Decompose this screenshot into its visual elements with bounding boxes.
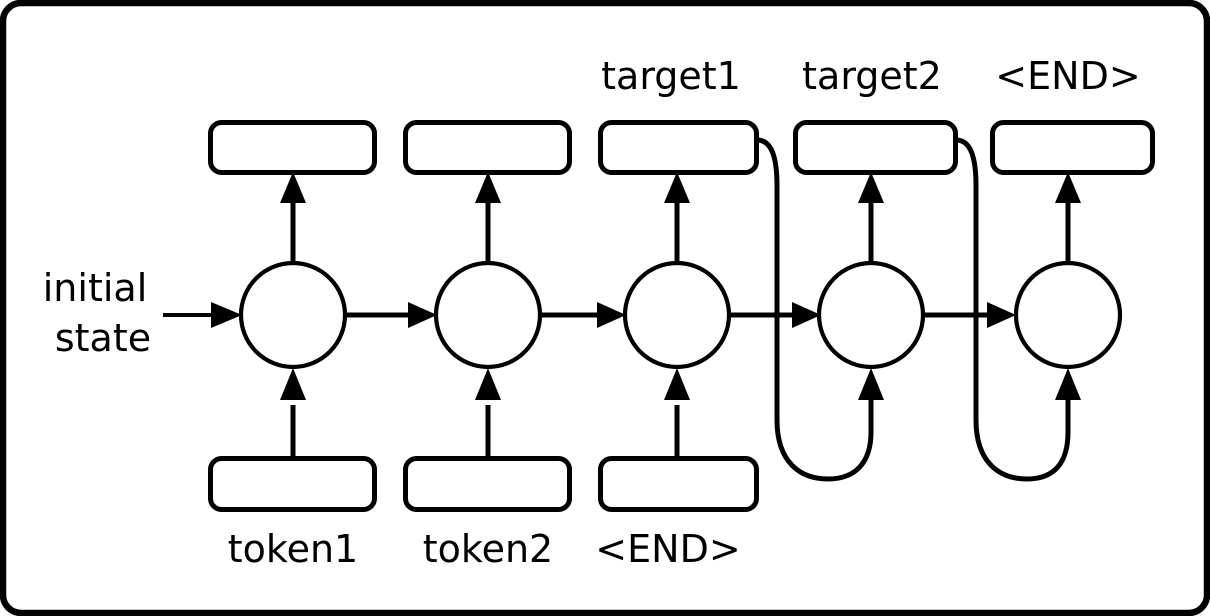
output-label-5: <END> xyxy=(995,54,1140,98)
arrowhead-circle2-to-circle3 xyxy=(597,302,626,328)
rnn-cell-circle-2 xyxy=(433,260,543,370)
timestep-column-2: token2 xyxy=(403,120,572,571)
initial-state-entry: initial state xyxy=(43,266,242,360)
output-box-3 xyxy=(598,120,759,175)
arrowhead-circle3-to-circle4 xyxy=(792,302,821,328)
rnn-cell-circle-5 xyxy=(1013,260,1123,370)
input-box-2 xyxy=(403,456,572,512)
rnn-cell-circle-1 xyxy=(238,260,348,370)
timestep-column-4: target2 xyxy=(793,54,958,370)
arrowhead-circle3-to-output3 xyxy=(664,172,690,203)
arrowhead-input2-to-circle2 xyxy=(475,368,501,400)
arrowhead-circle1-to-circle2 xyxy=(408,302,437,328)
arrowhead-circle1-to-output1 xyxy=(280,172,306,203)
arrowhead-circle2-to-output2 xyxy=(475,172,501,203)
output-box-5 xyxy=(990,120,1155,175)
arrowhead-initial-state-to-circle1 xyxy=(211,302,242,328)
arrowhead-circle4-to-circle5 xyxy=(987,302,1016,328)
initial-state-label-line1: initial xyxy=(43,266,148,310)
input-label-2: token2 xyxy=(423,527,553,571)
arrowhead-circle4-to-output4 xyxy=(858,172,884,203)
rnn-cell-circle-4 xyxy=(816,260,926,370)
arrowhead-input3-to-circle3 xyxy=(664,368,690,400)
output-box-4 xyxy=(793,120,958,175)
arrowhead-feedback-to-circle4 xyxy=(858,368,884,400)
timestep-column-1: token1 xyxy=(208,120,377,571)
output-label-3: target1 xyxy=(601,54,741,98)
rnn-cell-circle-3 xyxy=(622,260,732,370)
arrowhead-circle5-to-output5 xyxy=(1055,172,1081,203)
output-box-2 xyxy=(403,120,572,175)
input-label-1: token1 xyxy=(228,527,358,571)
output-box-1 xyxy=(208,120,377,175)
output-label-4: target2 xyxy=(802,54,942,98)
input-box-1 xyxy=(208,456,377,512)
feedback-curve-output3-to-circle4 xyxy=(754,137,874,482)
feedback-loops xyxy=(754,137,1081,482)
arrowhead-input1-to-circle1 xyxy=(280,368,306,400)
input-label-3: <END> xyxy=(595,527,740,571)
input-box-3 xyxy=(598,456,759,512)
initial-state-label-line2: state xyxy=(55,316,151,360)
arrowhead-feedback-to-circle5 xyxy=(1055,368,1081,400)
timestep-column-5: <END> xyxy=(990,54,1155,370)
feedback-curve-output4-to-circle5 xyxy=(953,137,1071,482)
